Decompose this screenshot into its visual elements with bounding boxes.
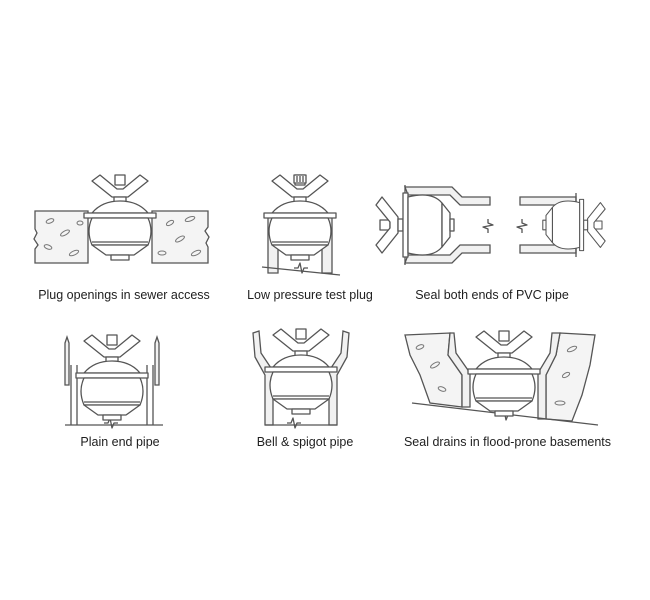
- sewer-access-illustration: [33, 174, 210, 264]
- low-pressure-illustration: [261, 174, 341, 276]
- panel-sewer-access: Plug openings in sewer access: [30, 174, 215, 305]
- plain-end-illustration: [64, 334, 163, 429]
- caption-plain-end: Plain end pipe: [80, 435, 160, 449]
- caption-flood-drains: Seal drains in flood-prone basements: [403, 435, 612, 449]
- caption-low-pressure: Low pressure test plug: [247, 288, 373, 302]
- bell-spigot-illustration: [252, 328, 350, 429]
- panel-pvc-pipe: Seal both ends of PVC pipe: [372, 175, 612, 305]
- flood-drains-illustration: [404, 330, 599, 426]
- panel-low-pressure: Low pressure test plug: [240, 174, 380, 305]
- panel-flood-drains: Seal drains in flood-prone basements: [400, 325, 615, 455]
- panel-bell-spigot: Bell & spigot pipe: [245, 325, 365, 455]
- panel-plain-end: Plain end pipe: [55, 325, 185, 455]
- caption-bell-spigot: Bell & spigot pipe: [256, 435, 354, 449]
- caption-pvc-pipe: Seal both ends of PVC pipe: [415, 288, 569, 302]
- pvc-pipe-illustration: [375, 185, 606, 265]
- caption-sewer-access: Plug openings in sewer access: [38, 288, 210, 302]
